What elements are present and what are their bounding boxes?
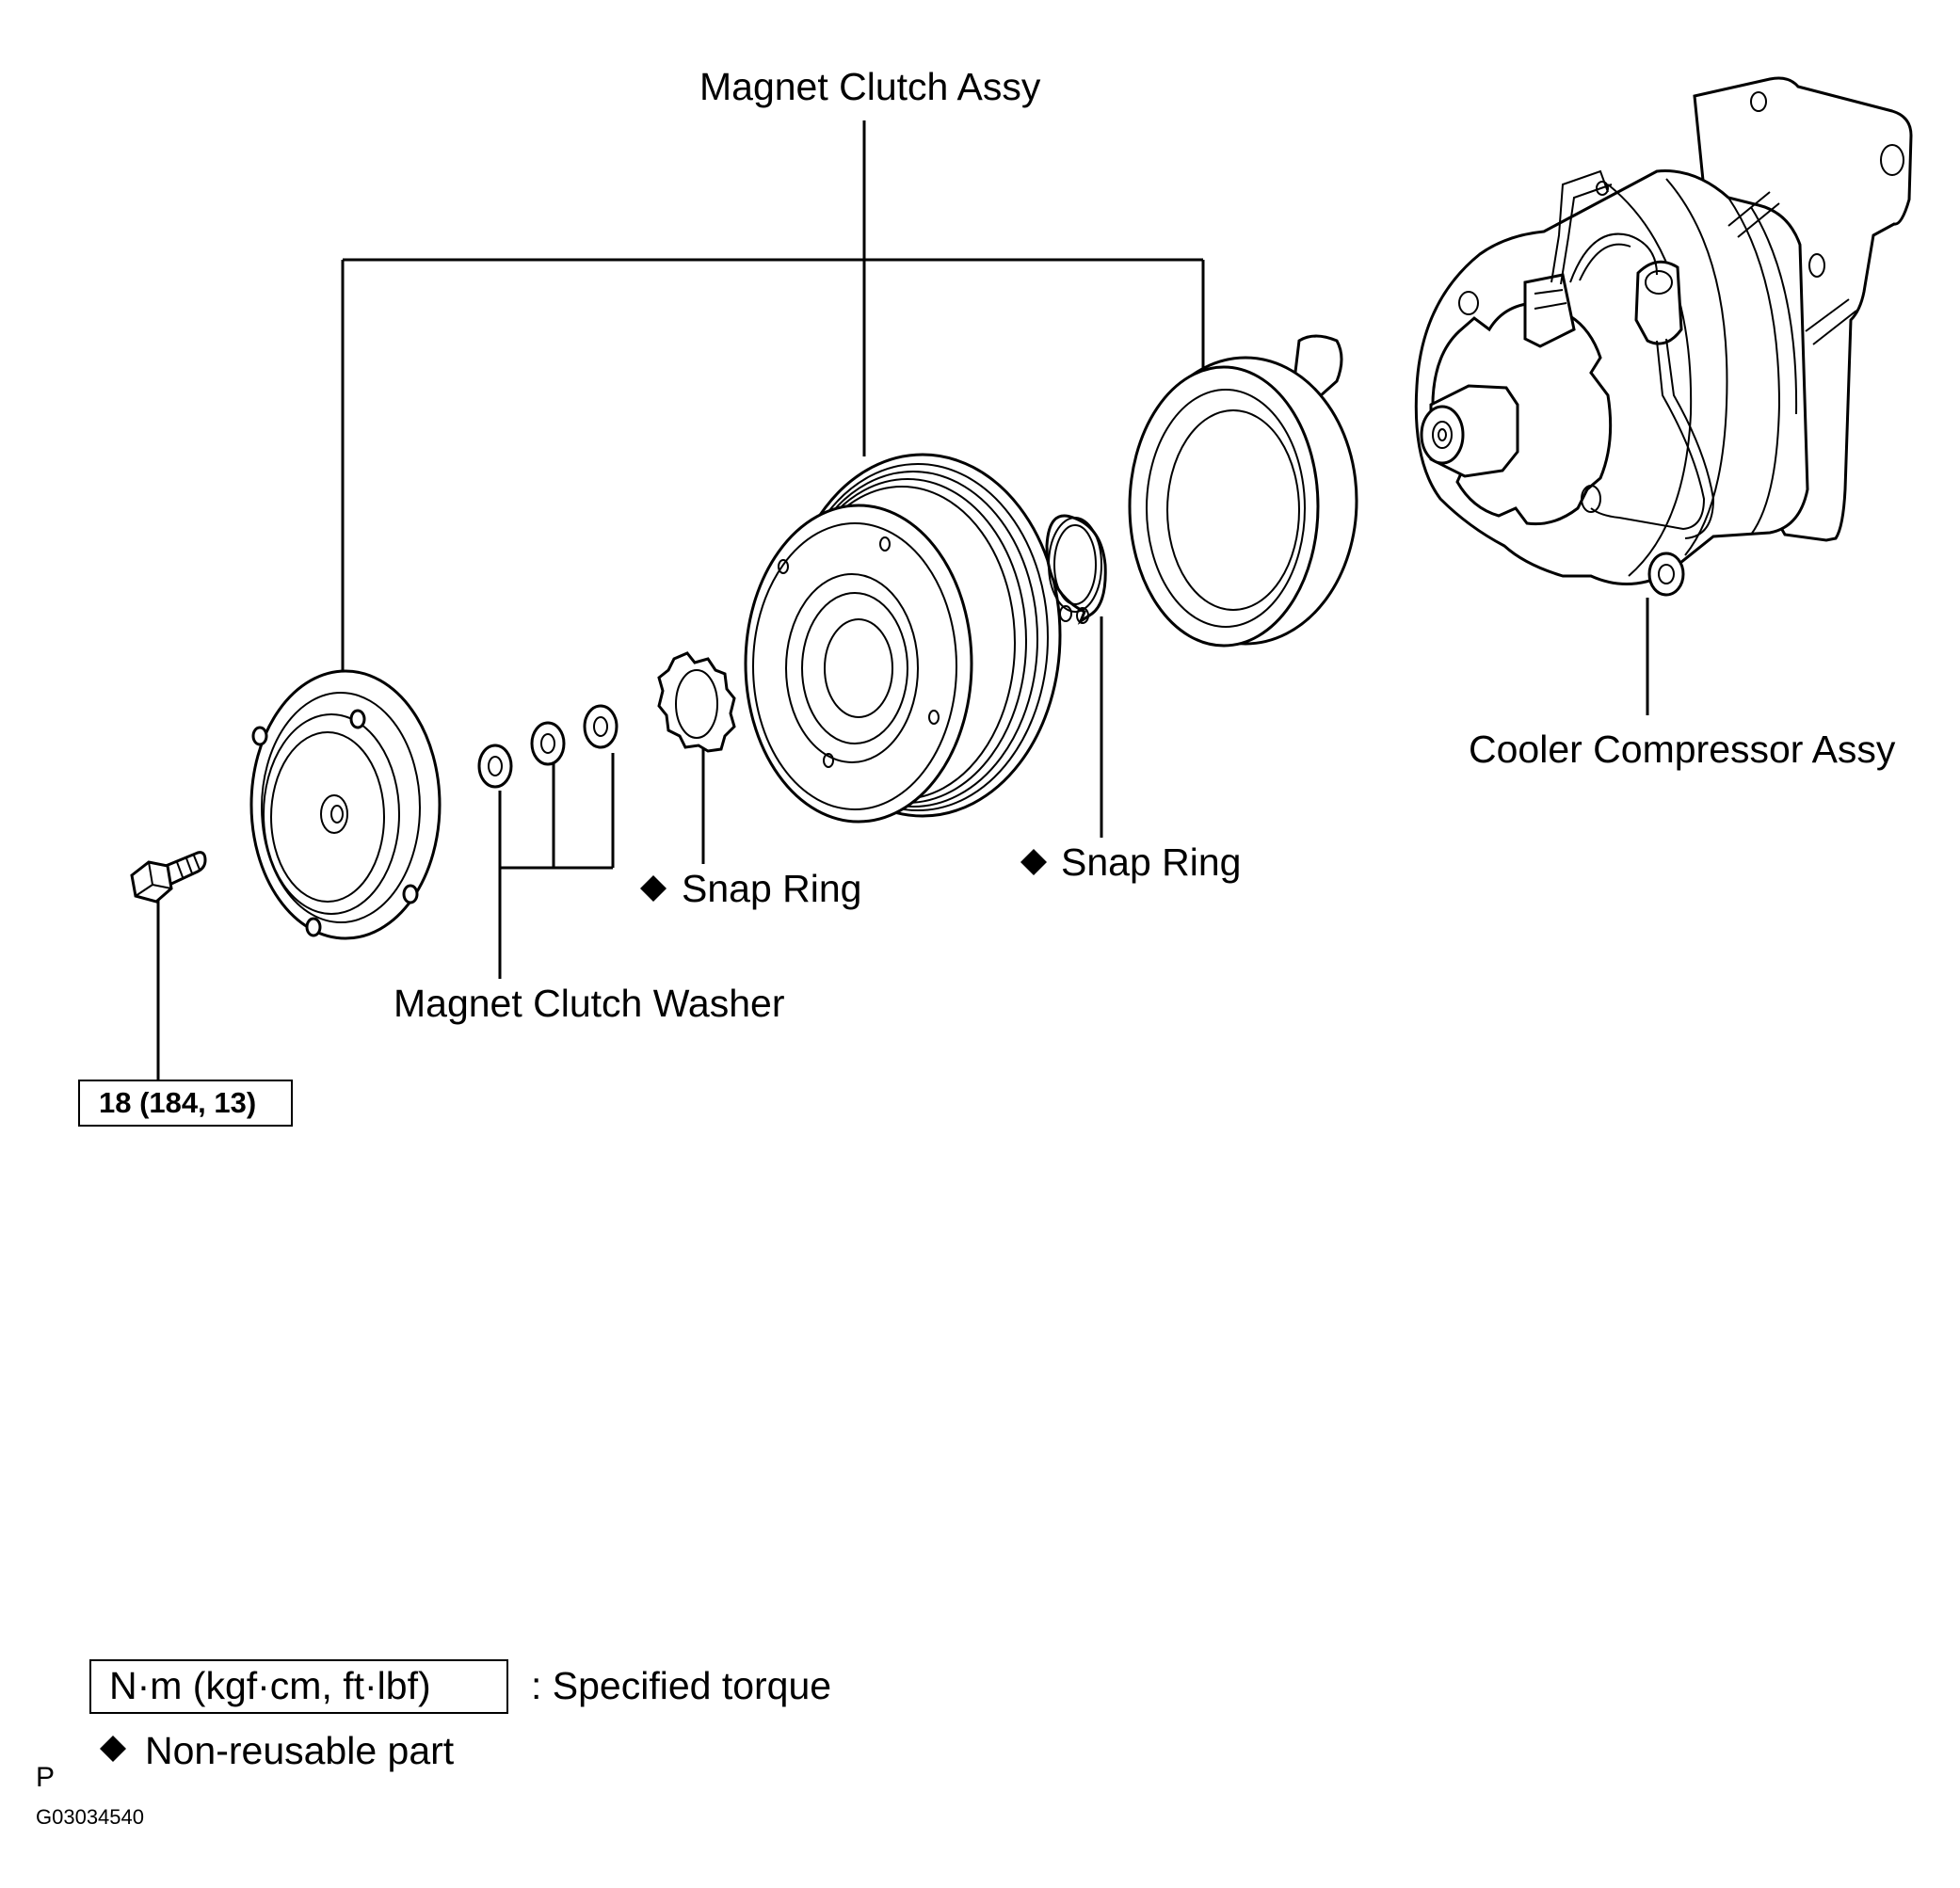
diamond-icon bbox=[640, 875, 667, 902]
footer: P G03034540 bbox=[36, 1762, 144, 1829]
compressor-part bbox=[1414, 76, 1913, 597]
legend-nonreusable-desc: Non-reusable part bbox=[145, 1729, 455, 1772]
figure-id: G03034540 bbox=[36, 1805, 144, 1829]
snap-ring-1-part bbox=[657, 651, 736, 753]
p-mark: P bbox=[36, 1762, 55, 1793]
field-coil-part bbox=[1128, 334, 1358, 648]
clutch-hub-part bbox=[249, 669, 442, 940]
label-snap-ring-2: Snap Ring bbox=[1061, 840, 1241, 884]
diamond-icon bbox=[100, 1736, 126, 1762]
legend-torque-unit: N·m (kgf·cm, ft·lbf) bbox=[109, 1664, 431, 1707]
pulley-part bbox=[744, 453, 1062, 824]
torque-box: 18 (184, 13) bbox=[78, 1080, 293, 1127]
legend-torque-desc: : Specified torque bbox=[531, 1664, 831, 1707]
label-magnet-clutch-washer: Magnet Clutch Washer bbox=[394, 982, 785, 1025]
label-cooler-compressor-assy: Cooler Compressor Assy bbox=[1469, 728, 1896, 771]
washer-parts bbox=[477, 704, 619, 789]
bolt-part bbox=[130, 851, 207, 904]
label-snap-ring-1: Snap Ring bbox=[682, 867, 861, 910]
snap-ring-2-part bbox=[1045, 514, 1107, 625]
leader-lines bbox=[156, 120, 1649, 1080]
torque-value: 18 (184, 13) bbox=[99, 1086, 256, 1119]
part-labels: Magnet Clutch Assy Cooler Compressor Ass… bbox=[394, 65, 1896, 1025]
label-magnet-clutch-assy: Magnet Clutch Assy bbox=[699, 65, 1041, 108]
legend: N·m (kgf·cm, ft·lbf) : Specified torque … bbox=[89, 1659, 831, 1772]
diamond-icon bbox=[1020, 849, 1047, 875]
